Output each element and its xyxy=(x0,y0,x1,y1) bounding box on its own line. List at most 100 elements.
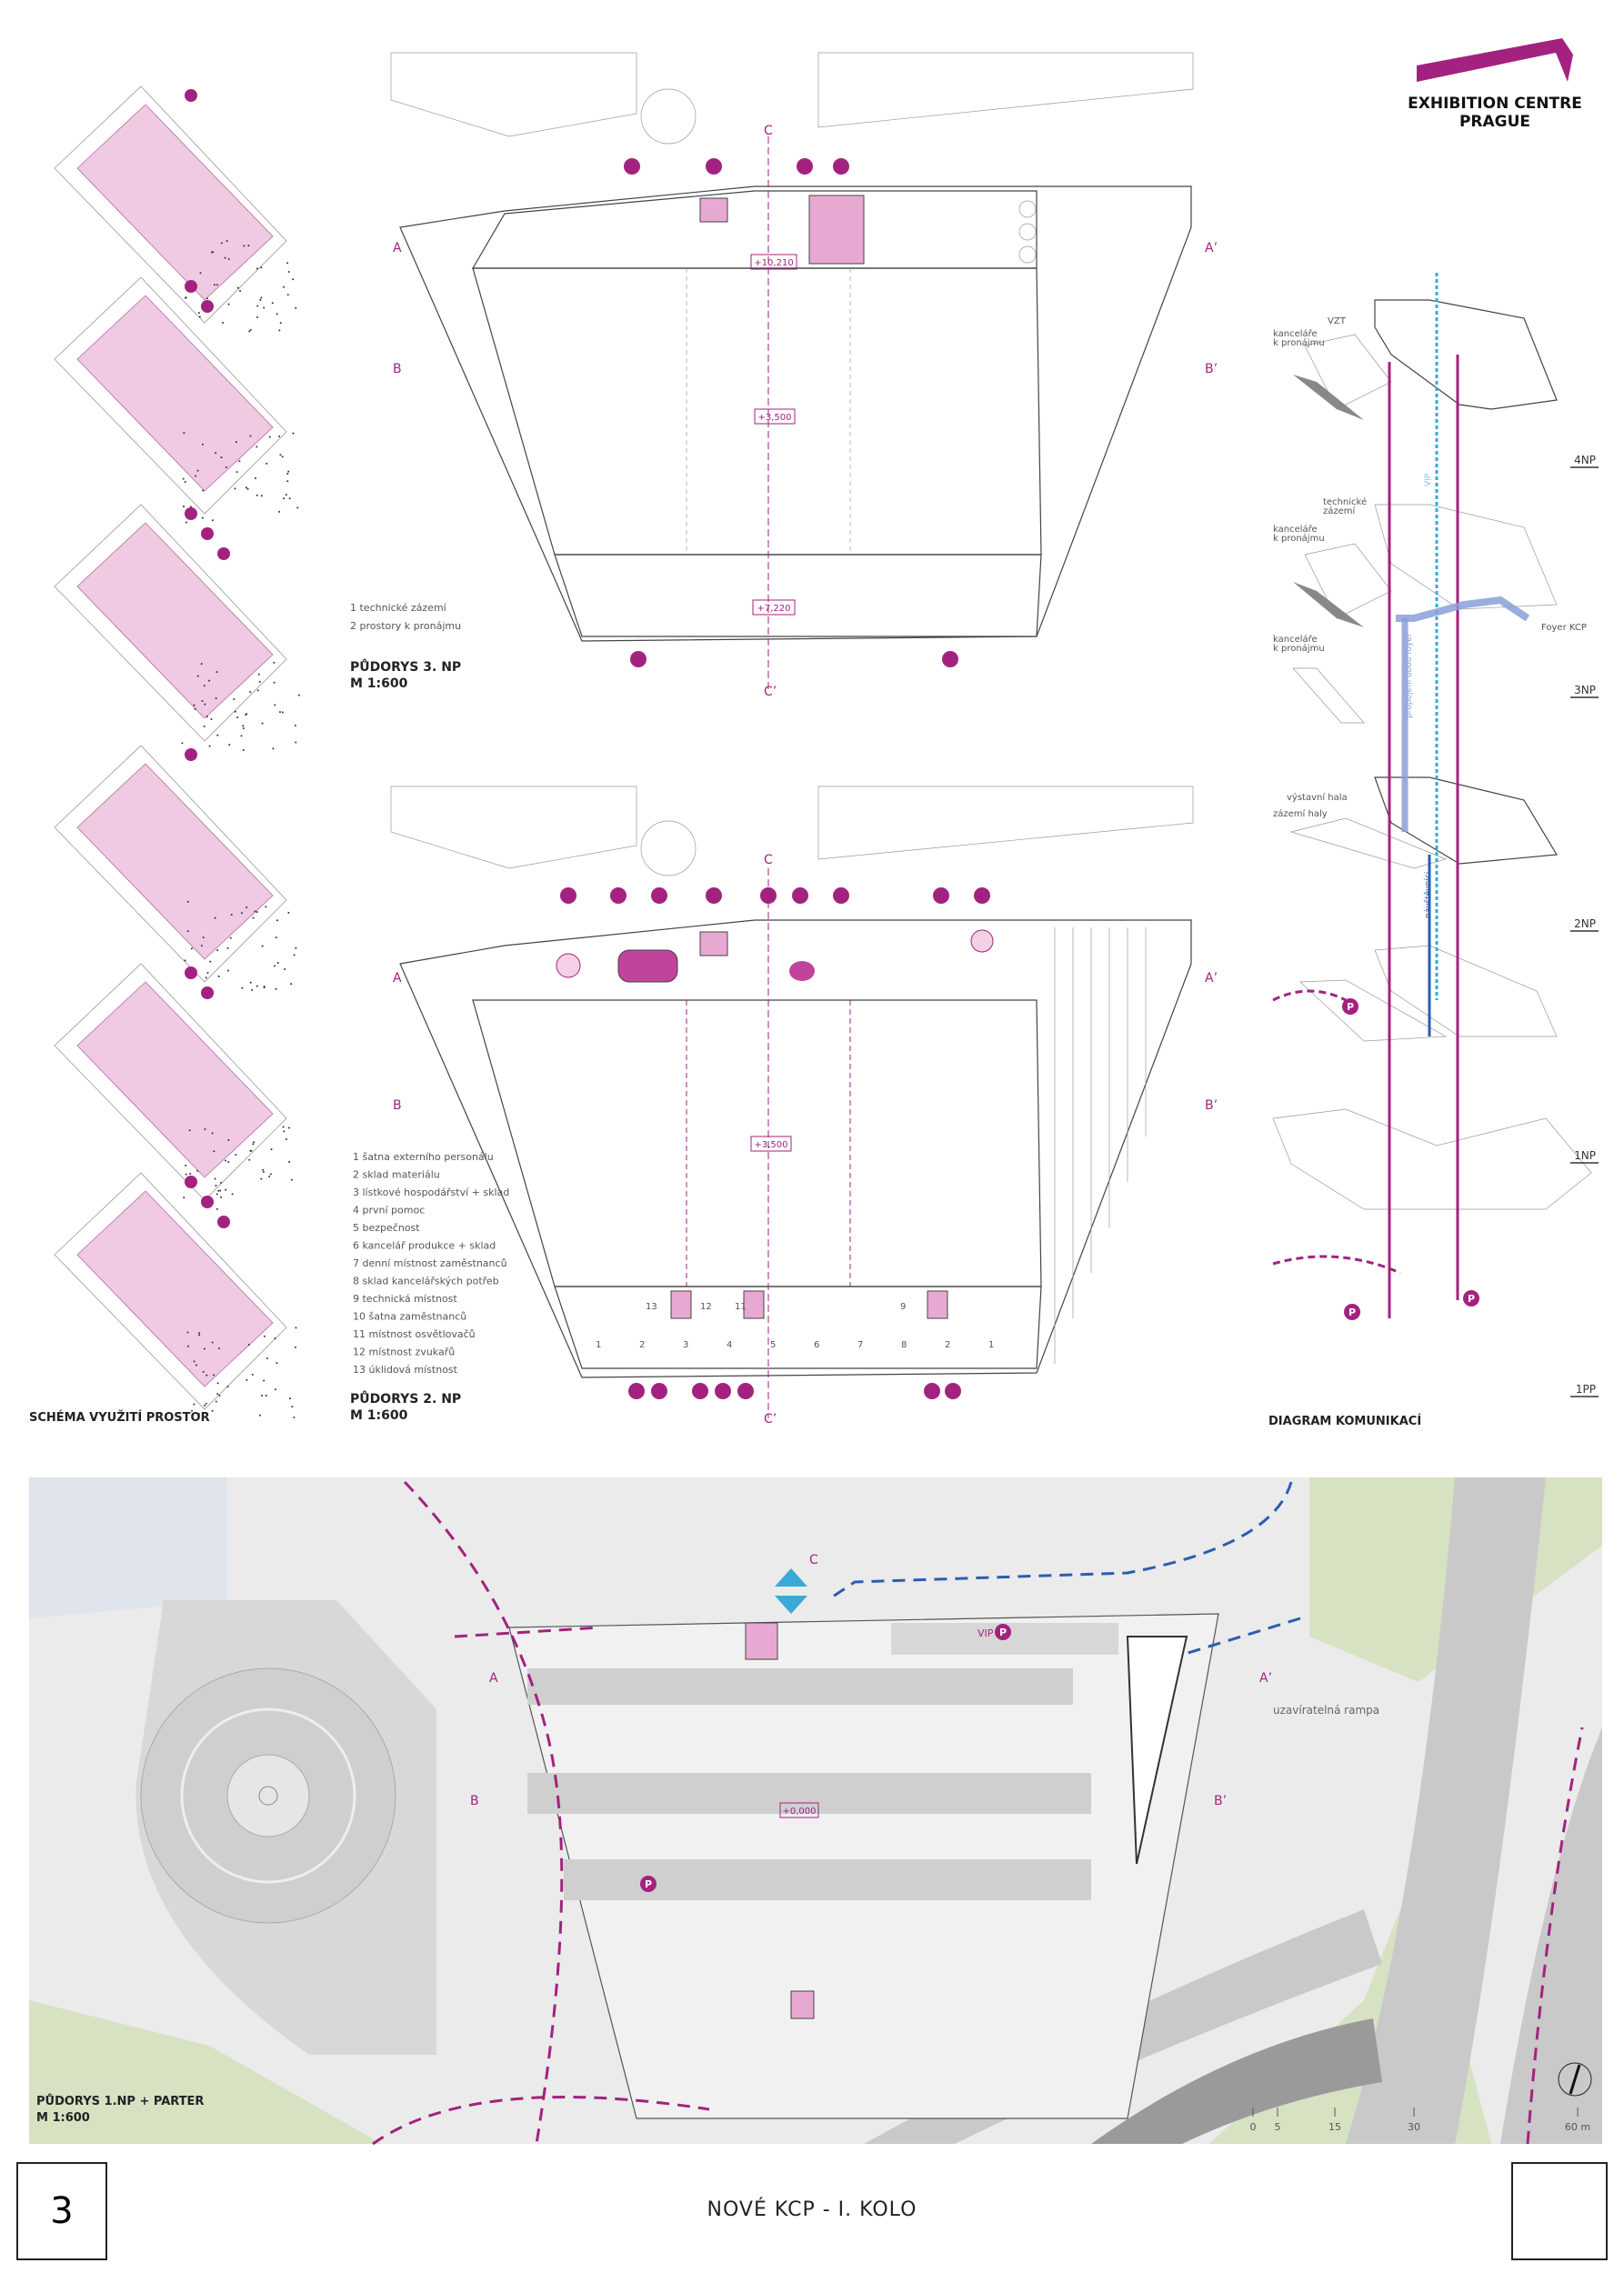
food-icon xyxy=(974,887,990,904)
lounge-icon xyxy=(933,887,949,904)
label-offices: k pronájmu xyxy=(1273,533,1325,544)
usage-scheme xyxy=(55,505,300,751)
elevator-icon xyxy=(945,1383,961,1399)
plan-3np: +10,210 +3,500 +7,220 A A’ B B’ C C’ 1 t… xyxy=(350,53,1218,699)
label-offices: k pronájmu xyxy=(1273,643,1325,654)
label-link: propojení obou foyer xyxy=(1405,633,1414,718)
empty-code-box xyxy=(1511,2162,1608,2260)
parking-row xyxy=(527,1668,1073,1705)
level-strip: +7,220 xyxy=(757,604,790,614)
legend-item: 1 technické zázemí xyxy=(350,602,447,614)
cafe-icon xyxy=(560,887,576,904)
usage-icon xyxy=(185,280,197,293)
plan-title: PŮDORYS 1.NP + PARTER xyxy=(36,2094,204,2108)
room-number: 6 xyxy=(814,1340,819,1350)
cloakroom-icon xyxy=(610,887,627,904)
section-b: B xyxy=(393,1098,402,1113)
elevator-icon xyxy=(630,651,647,667)
light-icon xyxy=(715,1383,731,1399)
usage-icon xyxy=(201,1196,214,1208)
section-b: B xyxy=(470,1794,479,1808)
legend-item: 8 sklad kancelářských potřeb xyxy=(353,1276,499,1287)
usage-icon xyxy=(217,1216,230,1228)
level-label: 2NP xyxy=(1574,917,1596,930)
label-vip: VIP xyxy=(1424,473,1433,486)
label-hall: výstavní hala xyxy=(1287,792,1348,803)
room-number: 3 xyxy=(683,1340,688,1350)
room-number: 2 xyxy=(639,1340,645,1350)
escalator-icon xyxy=(833,158,849,175)
plan-scale: M 1:600 xyxy=(36,2111,90,2125)
level-foyer: +10,210 xyxy=(754,258,793,268)
parking-label: P xyxy=(1468,1293,1475,1305)
room-number: 9 xyxy=(900,1302,906,1312)
parking-label: P xyxy=(999,1627,1007,1638)
label-tech: zázemí xyxy=(1323,506,1357,516)
footer-title: NOVÉ KCP - I. KOLO xyxy=(0,2198,1624,2221)
section-a2: A’ xyxy=(1205,241,1218,255)
usage-icon xyxy=(201,300,214,313)
room-number: 13 xyxy=(646,1302,657,1312)
legend-item: 2 prostory k pronájmu xyxy=(350,620,461,632)
elevator-icon xyxy=(628,1383,645,1399)
exhibition-hall xyxy=(473,268,1041,555)
room-number: 8 xyxy=(901,1340,907,1350)
scale-label: 5 xyxy=(1275,2121,1281,2133)
label-vzt: VZT xyxy=(1328,316,1347,326)
ticket-icon xyxy=(737,1383,754,1399)
security-icon xyxy=(706,158,722,175)
usage-scheme xyxy=(55,277,298,524)
context-buildings xyxy=(391,53,1193,144)
level-label: 3NP xyxy=(1574,684,1596,696)
legend-item: 13 úklidová místnost xyxy=(353,1364,458,1376)
restaurant-icon xyxy=(651,887,667,904)
legend-item: 4 první pomoc xyxy=(353,1205,425,1217)
legend-item: 5 bezpečnost xyxy=(353,1222,420,1234)
room-number: 1 xyxy=(988,1340,994,1350)
usage-icon xyxy=(201,527,214,540)
level-markers: 4NP3NP2NP1NP1PP xyxy=(1570,454,1599,1397)
elevator-icon xyxy=(942,651,958,667)
room-number: 2 xyxy=(945,1340,950,1350)
usage-icon xyxy=(185,89,197,102)
section-a: A xyxy=(393,241,402,255)
section-b2: B’ xyxy=(1205,1098,1218,1113)
parking-label: P xyxy=(645,1878,652,1890)
scale-label: 60 m xyxy=(1565,2121,1590,2133)
usage-icon xyxy=(185,748,197,761)
usage-scheme xyxy=(55,1173,296,1418)
plan-title: PŮDORYS 2. NP xyxy=(350,1390,461,1407)
level-label: 4NP xyxy=(1574,454,1596,466)
legend-item: 1 šatna externího personálu xyxy=(353,1151,494,1163)
legend-item: 6 kancelář produkce + sklad xyxy=(353,1240,496,1252)
usage-schemes xyxy=(55,86,300,1418)
ramp-label: uzavíratelná rampa xyxy=(1273,1704,1379,1717)
logo-line1: EXHIBITION CENTRE xyxy=(1408,95,1582,113)
usage-scheme xyxy=(55,964,293,1210)
label-hall-support: zázemí haly xyxy=(1273,808,1328,819)
accessibility-icon xyxy=(792,887,808,904)
wc-icon xyxy=(924,1383,940,1399)
room-cores xyxy=(671,1291,947,1318)
section-a: A xyxy=(393,971,402,986)
office-strip xyxy=(473,191,1037,268)
label-offices: k pronájmu xyxy=(1273,337,1325,348)
plan-2np: 12345678211312119 +3,500 A A’ B B’ C C’ … xyxy=(350,786,1218,1427)
legend-item: 10 šatna zaměstnanců xyxy=(353,1311,466,1323)
label-foyer: Foyer KCP xyxy=(1541,623,1587,633)
legend-item: 3 lístkové hospodářství + sklad xyxy=(353,1187,509,1198)
logo: EXHIBITION CENTRE PRAGUE xyxy=(1408,38,1582,131)
room-number: 7 xyxy=(857,1340,863,1350)
info-icon xyxy=(624,158,640,175)
usage-icon xyxy=(201,986,214,999)
legend-item: 11 místnost osvětlovačů xyxy=(353,1328,476,1340)
room-number: 4 xyxy=(727,1340,732,1350)
section-c2: C’ xyxy=(764,1412,777,1427)
logo-line2: PRAGUE xyxy=(1459,113,1530,131)
section-b: B xyxy=(393,362,402,376)
usage-icon xyxy=(185,507,197,520)
legend-item: 12 místnost zvukařů xyxy=(353,1347,455,1358)
scale-label: 0 xyxy=(1250,2121,1257,2133)
room-number: 12 xyxy=(700,1302,712,1312)
sound-icon xyxy=(692,1383,708,1399)
